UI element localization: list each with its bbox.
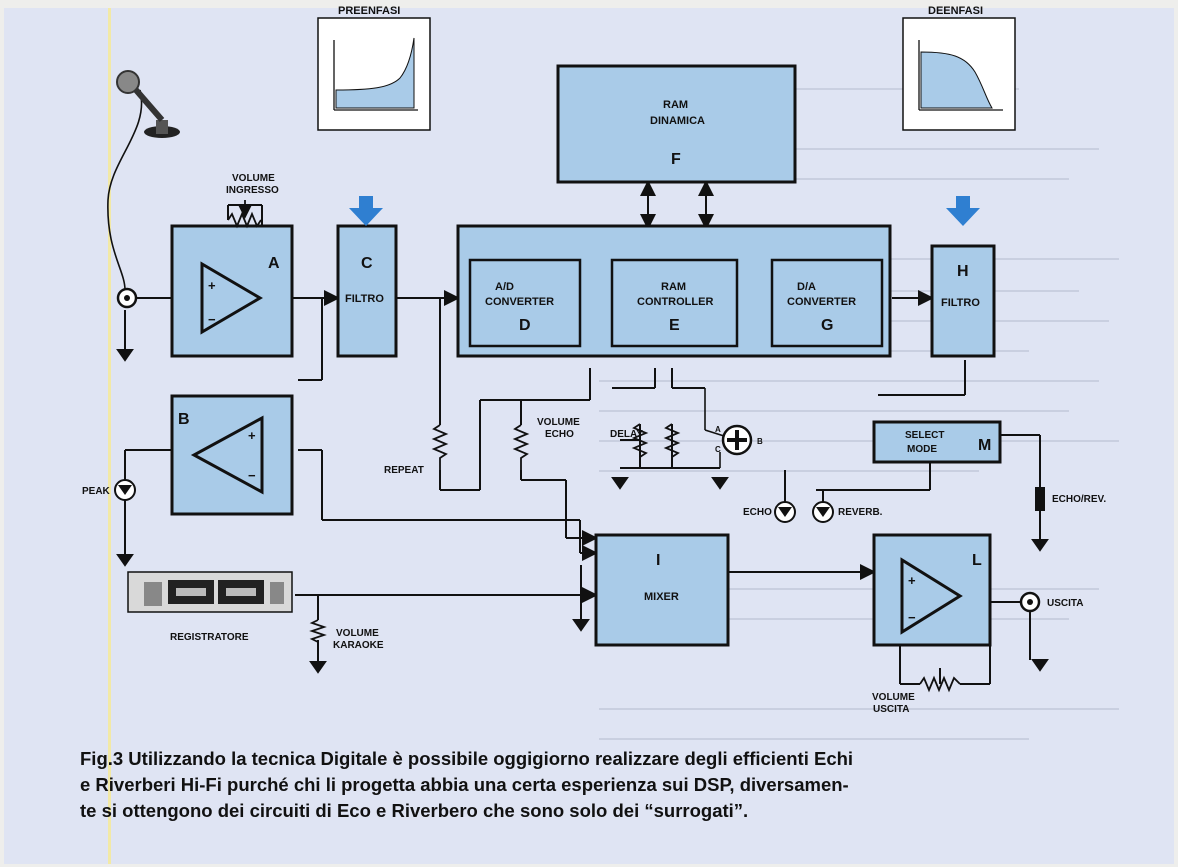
block-f-letter: F bbox=[671, 151, 681, 168]
block-m-label1: SELECT bbox=[905, 430, 944, 441]
block-g-da bbox=[770, 258, 884, 348]
block-h-letter: H bbox=[957, 263, 969, 280]
block-a-amplifier bbox=[170, 224, 294, 358]
echo-rev-switch-icon bbox=[1035, 480, 1045, 518]
block-m-select-mode bbox=[872, 420, 1002, 464]
block-f-label1: RAM bbox=[663, 99, 688, 111]
reverb-led-icon bbox=[812, 501, 834, 523]
peak-label: PEAK bbox=[82, 486, 111, 497]
block-l-letter: L bbox=[972, 552, 982, 569]
rotary-switch-icon bbox=[704, 388, 753, 468]
opamp-b-plus: + bbox=[248, 428, 256, 443]
opamp-b-minus: − bbox=[248, 468, 256, 483]
deenfasi-label: DEENFASI bbox=[928, 5, 983, 17]
peak-led-icon bbox=[114, 479, 136, 501]
switch-label-c: C bbox=[715, 445, 721, 454]
deenfasi-graph-icon bbox=[902, 17, 1016, 131]
repeat-label: REPEAT bbox=[384, 465, 424, 476]
preenfasi-arrow-icon bbox=[349, 196, 383, 226]
block-g-label2: CONVERTER bbox=[787, 296, 856, 308]
block-f-label2: DINAMICA bbox=[650, 115, 705, 127]
registratore-label: REGISTRATORE bbox=[170, 632, 249, 643]
block-g-letter: G bbox=[821, 317, 833, 334]
block-d-letter: D bbox=[519, 317, 531, 334]
block-b-amplifier bbox=[170, 394, 294, 516]
block-d-label2: CONVERTER bbox=[485, 296, 554, 308]
switch-label-b: B bbox=[757, 437, 763, 446]
karaoke-pot bbox=[309, 619, 327, 643]
block-b-letter: B bbox=[178, 411, 190, 428]
volume-ingresso-label2: INGRESSO bbox=[226, 185, 279, 196]
opamp-l-minus: − bbox=[908, 610, 916, 625]
block-i-mixer bbox=[594, 533, 730, 647]
gain-pot bbox=[227, 211, 262, 229]
block-g-label1: D/A bbox=[797, 281, 816, 293]
figure-caption: Fig.3 Utilizzando la tecnica Digitale è … bbox=[80, 746, 1130, 824]
block-d-ad bbox=[468, 258, 582, 348]
block-c-letter: C bbox=[361, 255, 373, 272]
microphone-icon bbox=[116, 70, 180, 138]
caption-line-1: Fig.3 Utilizzando la tecnica Digitale è … bbox=[80, 748, 854, 769]
echo-label: ECHO bbox=[743, 507, 772, 518]
block-h-filter bbox=[930, 244, 996, 358]
preenfasi-graph-icon bbox=[317, 17, 431, 131]
block-i-letter: I bbox=[656, 552, 660, 569]
block-i-label: MIXER bbox=[644, 591, 679, 603]
echo-led-icon bbox=[774, 501, 796, 523]
switch-label-a: A bbox=[715, 425, 721, 434]
block-e-label2: CONTROLLER bbox=[637, 296, 713, 308]
block-m-label2: MODE bbox=[907, 444, 937, 455]
block-f-ram bbox=[556, 64, 797, 184]
uscita-label: USCITA bbox=[1047, 598, 1083, 609]
preenfasi-label: PREENFASI bbox=[338, 5, 400, 17]
volume-uscita-label1: VOLUME bbox=[872, 692, 915, 703]
block-d-label1: A/D bbox=[495, 281, 514, 293]
block-e-ram-controller bbox=[610, 258, 739, 348]
opamp-a-plus: + bbox=[208, 278, 216, 293]
block-e-label1: RAM bbox=[661, 281, 686, 293]
block-c-filter bbox=[336, 224, 398, 358]
volume-uscita-label2: USCITA bbox=[873, 704, 909, 715]
caption-line-2: e Riverberi Hi-Fi purché chi li progetta… bbox=[80, 774, 849, 795]
block-h-label: FILTRO bbox=[941, 297, 980, 309]
delay-pot-2 bbox=[663, 423, 681, 458]
block-c-label: FILTRO bbox=[345, 293, 384, 305]
delay-label: DELAY bbox=[610, 429, 643, 440]
opamp-l-plus: + bbox=[908, 573, 916, 588]
block-l-amplifier bbox=[872, 533, 992, 647]
volume-ingresso-label1: VOLUME bbox=[232, 173, 275, 184]
uscita-pot bbox=[919, 675, 961, 693]
volume-karaoke-label2: KARAOKE bbox=[333, 640, 384, 651]
echo-pot bbox=[512, 424, 530, 470]
delay-pot-1 bbox=[631, 423, 649, 458]
block-a-letter: A bbox=[268, 255, 280, 272]
block-m-letter: M bbox=[978, 437, 991, 454]
margin-bar bbox=[108, 8, 111, 864]
volume-echo-label1: VOLUME bbox=[537, 417, 580, 428]
repeat-pot bbox=[431, 424, 449, 470]
deenfasi-arrow-icon bbox=[946, 196, 980, 226]
block-e-letter: E bbox=[669, 317, 680, 334]
cassette-recorder-icon bbox=[127, 571, 293, 613]
volume-karaoke-label1: VOLUME bbox=[336, 628, 379, 639]
caption-line-3: te si ottengono dei circuiti di Eco e Ri… bbox=[80, 800, 749, 821]
reverb-label: REVERB. bbox=[838, 507, 883, 518]
echo-rev-label: ECHO/REV. bbox=[1052, 494, 1106, 505]
opamp-a-minus: − bbox=[208, 312, 216, 327]
volume-echo-label2: ECHO bbox=[545, 429, 574, 440]
